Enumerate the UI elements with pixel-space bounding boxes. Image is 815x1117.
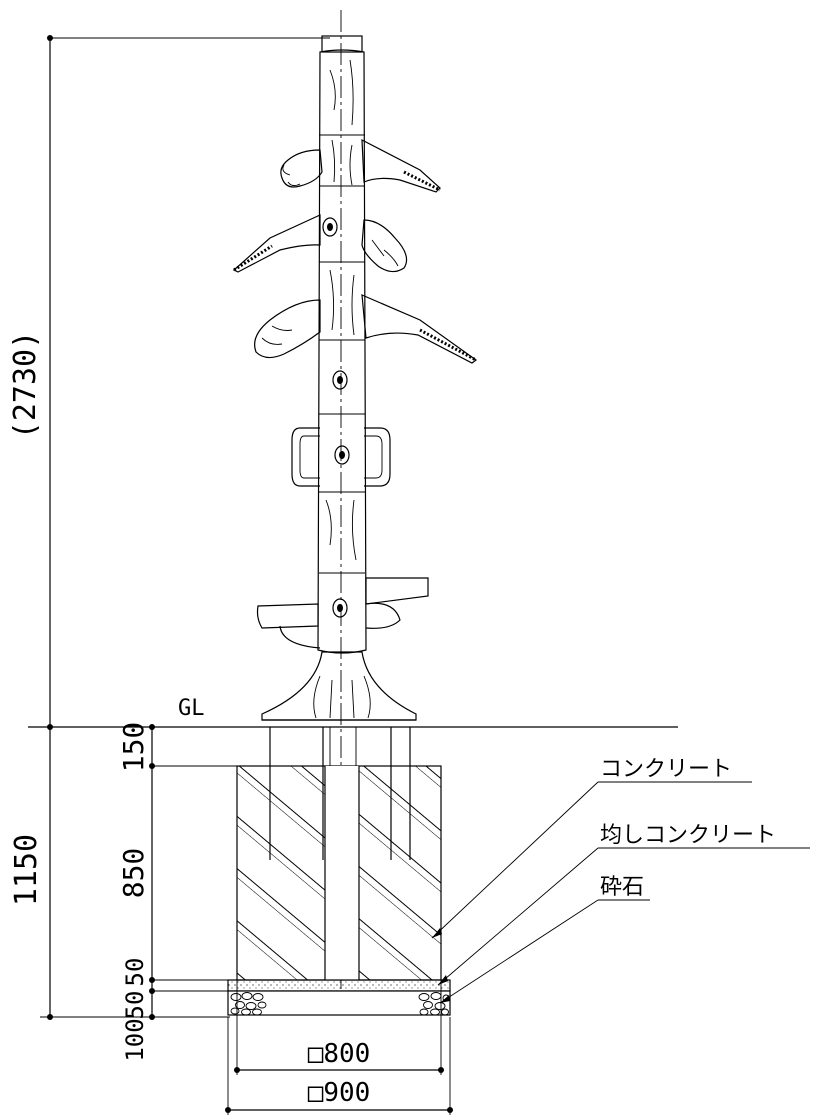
gravel-layer [227, 990, 451, 1016]
segment-label-100: 100 [121, 1018, 149, 1061]
concrete-label: コンクリート [600, 757, 732, 782]
gravel-label: 砕石 [600, 875, 644, 900]
pole [317, 35, 367, 654]
dimension-segments [149, 724, 237, 1020]
leaf-branch-left-lower [254, 299, 321, 359]
leader-gravel [439, 899, 650, 1004]
segment-label-50a: 50 [121, 958, 149, 987]
leaf-branch-right-upper [361, 138, 441, 193]
segment-label-850: 850 [117, 848, 150, 899]
width-inner-label: □800 [308, 1039, 371, 1069]
footrest-right [365, 577, 429, 629]
leveling-concrete-layer [227, 979, 451, 992]
leveling-concrete-label: 均しコンクリート [600, 823, 776, 848]
foundation-depth-label: 1150 [9, 834, 44, 906]
leaf-branch-right-middle [361, 219, 408, 273]
leader-concrete [431, 781, 752, 939]
leaf-branch-left-upper [280, 149, 323, 188]
gl-label: GL [178, 696, 205, 721]
handle-left [291, 427, 320, 487]
total-height-label: (2730) [8, 331, 43, 439]
footrest-left [256, 603, 321, 649]
dimension-foundation-depth [40, 727, 230, 1020]
dimension-width-outer [225, 1017, 453, 1115]
handle-right [364, 427, 391, 487]
leader-leveling-concrete [437, 847, 810, 986]
dimension-width-inner [234, 980, 444, 1075]
dimension-total-height [47, 35, 330, 730]
pole-base [261, 651, 417, 721]
segment-label-50b: 50 [121, 991, 149, 1020]
segment-label-150: 150 [117, 722, 150, 773]
width-outer-label: □900 [308, 1078, 371, 1108]
pole-holds [322, 217, 350, 618]
leaf-branch-left-middle [232, 214, 321, 273]
leaf-branch-right-lower [361, 294, 478, 364]
